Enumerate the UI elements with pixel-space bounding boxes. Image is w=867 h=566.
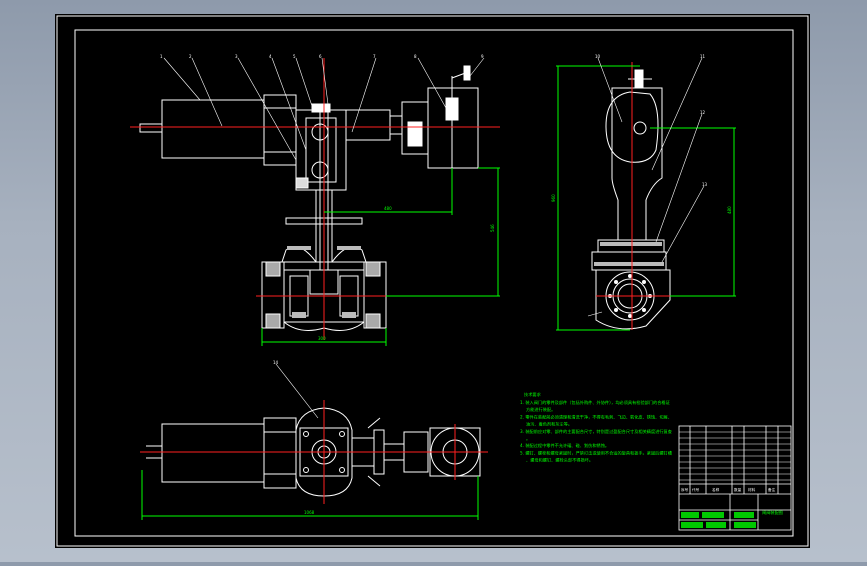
svg-text:1068: 1068 <box>304 510 315 515</box>
side-dimensions <box>556 65 736 331</box>
tech-req-line-5: 5. 螺钉、螺栓和螺母紧固时，严禁打击或使用不合适的旋具和扳手。紧固后螺钉槽 <box>520 449 673 456</box>
title-block-header: 序号 代号 名称 数量 材料 备注 <box>681 487 776 492</box>
svg-text:4: 4 <box>269 54 272 59</box>
svg-text:5: 5 <box>293 54 296 59</box>
tech-req-line-1: 1. 装入阀门的零件及部件（包括外购件、外协件），均必须具有检验部门的合格证 <box>520 399 671 406</box>
tech-req-line-5: 、螺母和螺钉、螺栓头部不得损坏。 <box>526 457 593 464</box>
svg-text:3: 3 <box>235 54 238 59</box>
tech-req-heading: 技术要求 <box>524 391 542 398</box>
front-section-view <box>139 65 479 331</box>
front-balloon-labels: 1 2 3 4 5 6 7 8 9 <box>160 54 484 59</box>
svg-text:1: 1 <box>160 54 163 59</box>
tech-req-line-3: 3. 装配前应对零、部件的主要配合尺寸，特别是过盈配合尺寸及相关精度进行复查 <box>520 428 673 435</box>
tb-header-code: 代号 <box>692 487 700 492</box>
tech-req-line-2: 油污、着色剂和灰尘等。 <box>526 421 572 428</box>
top-leaders <box>275 363 319 419</box>
tb-header-remark: 备注 <box>768 487 776 492</box>
top-balloon-labels: 14 <box>273 360 279 365</box>
drawing-title: 闸阀装配图 <box>762 509 783 516</box>
title-block-parts-rows <box>679 431 791 481</box>
tb-header-name: 名称 <box>712 487 720 492</box>
front-leaders <box>163 57 485 161</box>
tb-header-qty: 数量 <box>734 487 742 492</box>
tech-requirements: 技术要求 1. 装入阀门的零件及部件（包括外购件、外协件），均必须具有检验部门的… <box>520 391 673 464</box>
front-center-lines <box>130 58 500 340</box>
tb-header-material: 材料 <box>748 487 756 492</box>
top-dim-text: 1068 <box>304 510 315 515</box>
side-balloon-labels: 10 11 12 13 <box>595 54 708 187</box>
svg-text:546: 546 <box>490 224 495 232</box>
top-dimensions <box>141 470 479 520</box>
svg-text:480: 480 <box>727 206 732 214</box>
svg-text:11: 11 <box>700 54 706 59</box>
paper-background <box>55 14 810 548</box>
svg-text:7: 7 <box>373 54 376 59</box>
svg-text:9: 9 <box>481 54 484 59</box>
title-block-fills <box>681 512 756 528</box>
svg-text:14: 14 <box>273 360 279 365</box>
top-center-lines <box>140 400 488 504</box>
side-dim-text: 960 480 <box>551 194 732 214</box>
svg-text:10: 10 <box>595 54 601 59</box>
svg-text:8: 8 <box>414 54 417 59</box>
tb-header-no: 序号 <box>681 487 689 492</box>
svg-text:12: 12 <box>700 110 706 115</box>
front-dimensions <box>261 167 500 346</box>
front-hatching <box>287 246 361 318</box>
title-block <box>678 425 792 531</box>
tech-req-line-4: 4. 装配过程中零件不允许磕、碰、划伤和锈蚀。 <box>520 442 609 449</box>
side-leaders <box>587 57 705 317</box>
svg-text:300: 300 <box>318 336 326 341</box>
svg-text:480: 480 <box>384 206 392 211</box>
side-center-lines <box>596 62 672 330</box>
tech-req-line-3: 。 <box>526 436 530 441</box>
svg-text:6: 6 <box>319 54 322 59</box>
tech-req-line-1: 方能进行装配。 <box>526 406 555 413</box>
front-dim-text: 480 546 300 <box>318 206 495 341</box>
side-hatching <box>594 242 664 266</box>
svg-text:13: 13 <box>702 182 708 187</box>
svg-text:960: 960 <box>551 194 556 202</box>
inner-frame <box>74 29 794 537</box>
outer-frame <box>56 15 809 547</box>
svg-text:2: 2 <box>189 54 192 59</box>
tech-req-line-2: 2. 零件在装配前必须清理和清洗干净，不得有毛刺、飞边、氧化皮、锈蚀、切屑、 <box>520 413 672 420</box>
